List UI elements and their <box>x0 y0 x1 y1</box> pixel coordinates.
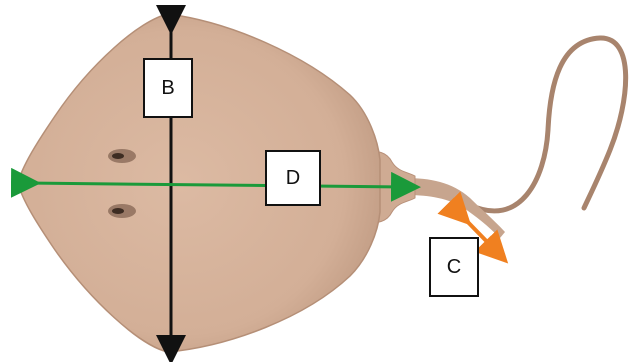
tail-whip <box>470 38 626 211</box>
tail-section-label: C <box>429 237 479 297</box>
length-label: D <box>265 150 321 206</box>
tail-base <box>405 178 505 238</box>
width-label: B <box>143 58 193 118</box>
